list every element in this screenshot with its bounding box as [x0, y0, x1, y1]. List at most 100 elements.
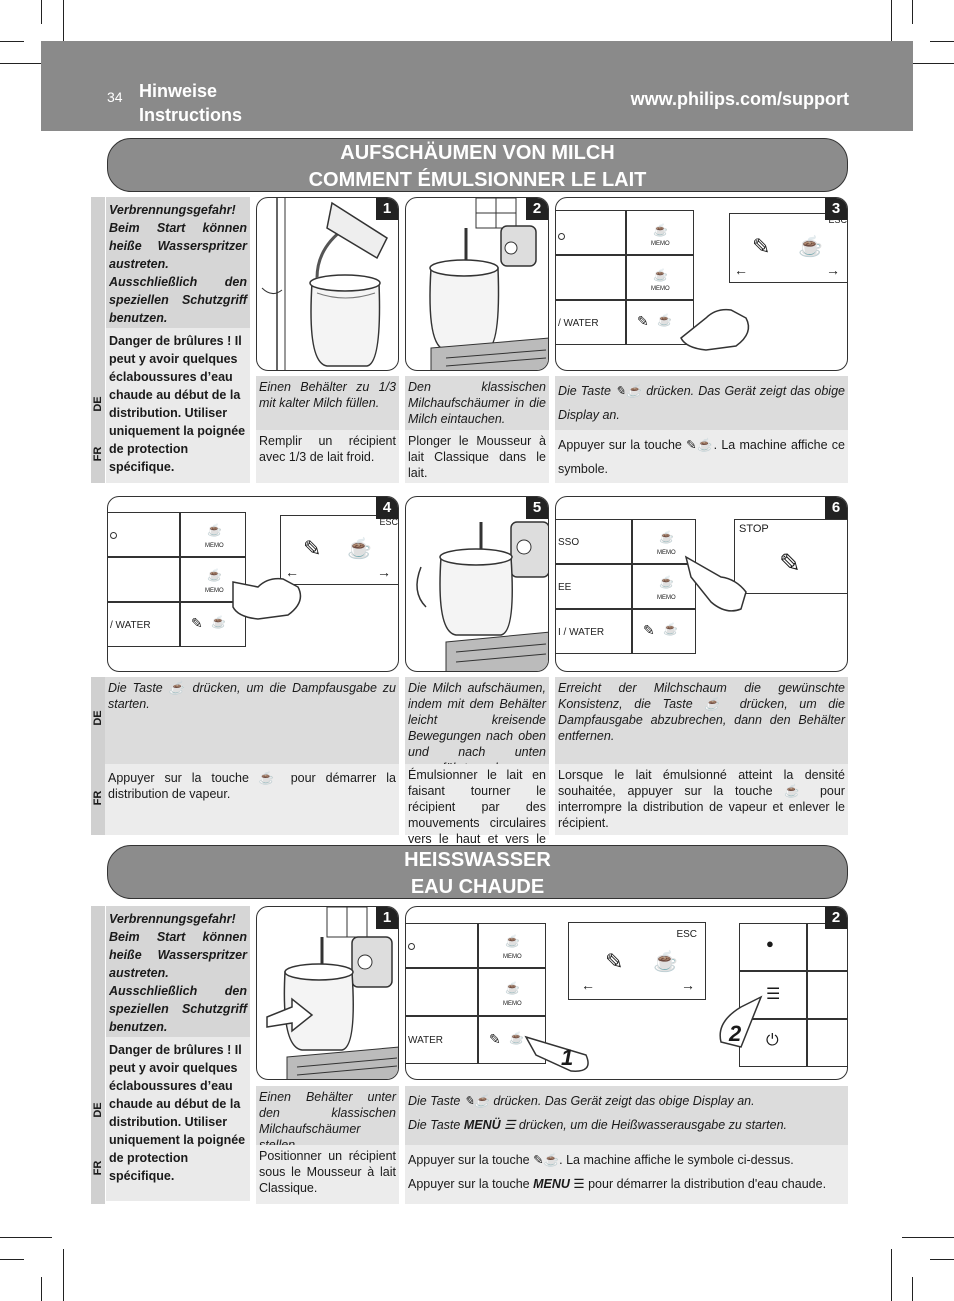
step3-caption-fr: Appuyer sur la touche ✎☕. La machine aff…	[555, 430, 848, 483]
arrow-right-icon: →	[377, 564, 391, 580]
steam-water-button[interactable]: ✎ ☕	[632, 609, 696, 654]
steam-icon: ✎	[643, 622, 655, 638]
warning-de: Verbrennungsgefahr! Beim Start können he…	[106, 197, 250, 328]
memo-button[interactable]: ☕ MEMO	[478, 923, 546, 968]
steam-icon: ✎☕	[533, 1153, 560, 1167]
memo-label: MEMO	[205, 543, 224, 549]
esc-label: ESC	[676, 929, 697, 940]
hotwater-step2-caption-fr: Appuyer sur la touche ✎☕. La machine aff…	[405, 1145, 848, 1204]
steam-icon: ✎	[637, 313, 649, 329]
hotwater-step1-caption-de: Einen Behälter unter den klassischen Mil…	[256, 1086, 399, 1152]
warning-de: Verbrennungsgefahr! Beim Start können he…	[106, 906, 250, 1037]
arrow-right-icon: →	[681, 977, 695, 993]
cup-icon: ☕	[657, 313, 672, 327]
machine-panel-row	[108, 557, 180, 602]
step6-number: 6	[825, 497, 847, 519]
menu-key-label: MENÜ	[463, 1118, 501, 1132]
section1-title-fr: COMMENT ÉMULSIONNER LE LAIT	[308, 169, 647, 191]
callout-arrow-icon	[719, 995, 763, 1048]
hotwater-step2-caption-de: Die Taste ✎☕ drücken. Das Gerät zeigt da…	[405, 1086, 848, 1145]
steam-icon: ✎	[779, 548, 801, 578]
memo-label: MEMO	[651, 286, 670, 292]
memo-label: MEMO	[657, 550, 676, 556]
step4-caption-fr: Appuyer sur la touche ☕ pour démarrer la…	[105, 764, 399, 835]
section2-title-fr: EAU CHAUDE	[410, 876, 545, 898]
machine-panel-row	[406, 923, 478, 968]
arrow-left-icon: ←	[581, 977, 595, 993]
indicator-icon	[408, 943, 415, 950]
water-label: I / WATER	[558, 627, 605, 638]
memo-button[interactable]: ☕ MEMO	[632, 564, 696, 609]
steam-water-button[interactable]: ✎ ☕	[478, 1016, 546, 1064]
memo-label: MEMO	[657, 595, 676, 601]
arrow-right-icon: →	[826, 262, 840, 278]
callout-arrow-icon	[524, 1035, 589, 1072]
memo-button[interactable]: ☕ MEMO	[626, 255, 694, 300]
stop-label: STOP	[739, 523, 769, 535]
cup-icon: ☕	[347, 538, 372, 560]
memo-cup-icon: ☕	[704, 697, 729, 711]
machine-panel-row	[807, 971, 847, 1019]
cup-icon: ☕	[505, 934, 520, 948]
power-icon: ⏻	[766, 1032, 779, 1049]
section2-banner: HEISSWASSER EAU CHAUDE	[107, 845, 848, 899]
section2-title-de: HEISSWASSER	[404, 849, 551, 871]
machine-display: ESC ✎ ☕ ← →	[568, 922, 706, 1000]
memo-label: MEMO	[503, 1001, 522, 1007]
memo-button[interactable]: ☕ MEMO	[632, 519, 696, 564]
hotwater-step1-number: 1	[376, 907, 398, 929]
steam-icon: ✎☕	[686, 438, 714, 452]
cup-icon: ☕	[207, 568, 222, 582]
step4-illustration: ☕ MEMO ☕ MEMO / WATER ✎ ☕ ESC ✎ ☕ ← → 4	[107, 496, 399, 672]
steam-icon: ✎	[191, 615, 203, 631]
step1-number: 1	[376, 198, 398, 220]
step5-number: 5	[526, 497, 548, 519]
cup-icon: ☕	[798, 236, 823, 258]
machine-panel-row: / WATER	[556, 300, 626, 345]
lang-de-label: DE	[92, 1102, 104, 1118]
cup-icon: ☕	[211, 615, 226, 629]
machine-panel-row: / WATER	[108, 602, 180, 647]
step4-caption-de: Die Taste ☕ drücken, um die Dampfausgabe…	[105, 677, 399, 764]
memo-cup-icon: ☕	[168, 681, 187, 695]
cup-icon: ☕	[653, 223, 668, 237]
step2-caption-fr: Plonger le Mousseur à lait Classique dan…	[405, 430, 549, 483]
step2-caption-de: Den klassischen Milchaufschäumer in die …	[405, 376, 549, 430]
section1-banner: AUFSCHÄUMEN VON MILCH COMMENT ÉMULSIONNE…	[107, 138, 848, 192]
step3-number: 3	[825, 198, 847, 220]
menu-list-icon: ☰	[504, 1118, 516, 1132]
step5-caption-fr: Émulsionner le lait en faisant tourner l…	[405, 764, 549, 862]
machine-panel-row	[556, 255, 626, 300]
step4-number: 4	[376, 497, 398, 519]
callout-number-1: 1	[561, 1045, 574, 1070]
aroma-button[interactable]: ●	[739, 923, 807, 971]
power-button[interactable]: ⏻	[739, 1019, 807, 1067]
lang-fr-label: FR	[92, 790, 104, 806]
memo-label: MEMO	[503, 954, 522, 960]
steam-icon: ✎	[752, 234, 771, 259]
step1-caption-fr: Remplir un récipient avec 1/3 de lait fr…	[256, 430, 399, 483]
support-link[interactable]: www.philips.com/support	[630, 89, 849, 109]
esc-label: ESC	[828, 215, 847, 225]
memo-button[interactable]: ☕ MEMO	[626, 210, 694, 255]
memo-button[interactable]: ☕ MEMO	[180, 512, 246, 557]
lang-fr-label: FR	[92, 1160, 104, 1176]
machine-panel-row	[807, 923, 847, 971]
memo-cup-icon: ☕	[258, 771, 281, 785]
lang-tab	[91, 906, 105, 1204]
machine-panel-row	[108, 512, 180, 557]
warning-fr: Danger de brûlures ! Il peut y avoir que…	[106, 328, 250, 483]
section1-title-de: AUFSCHÄUMEN VON MILCH	[340, 142, 615, 164]
cup-icon: ☕	[509, 1031, 524, 1045]
step3-caption-de: Die Taste ✎☕ drücken. Das Gerät zeigt da…	[555, 376, 848, 430]
step6-caption-fr: Lorsque le lait émulsionné atteint la de…	[555, 764, 848, 835]
machine-panel-row	[807, 1019, 847, 1067]
lang-tab	[91, 677, 105, 835]
step2-illustration: 2	[405, 197, 549, 371]
cup-icon: ☕	[659, 530, 674, 544]
memo-button[interactable]: ☕ MEMO	[478, 968, 546, 1016]
cup-icon: ☕	[663, 622, 678, 636]
menu-list-icon: ☰	[766, 986, 781, 1003]
arrow-left-icon: ←	[285, 564, 299, 580]
hotwater-step1-illustration: 1	[256, 906, 399, 1080]
